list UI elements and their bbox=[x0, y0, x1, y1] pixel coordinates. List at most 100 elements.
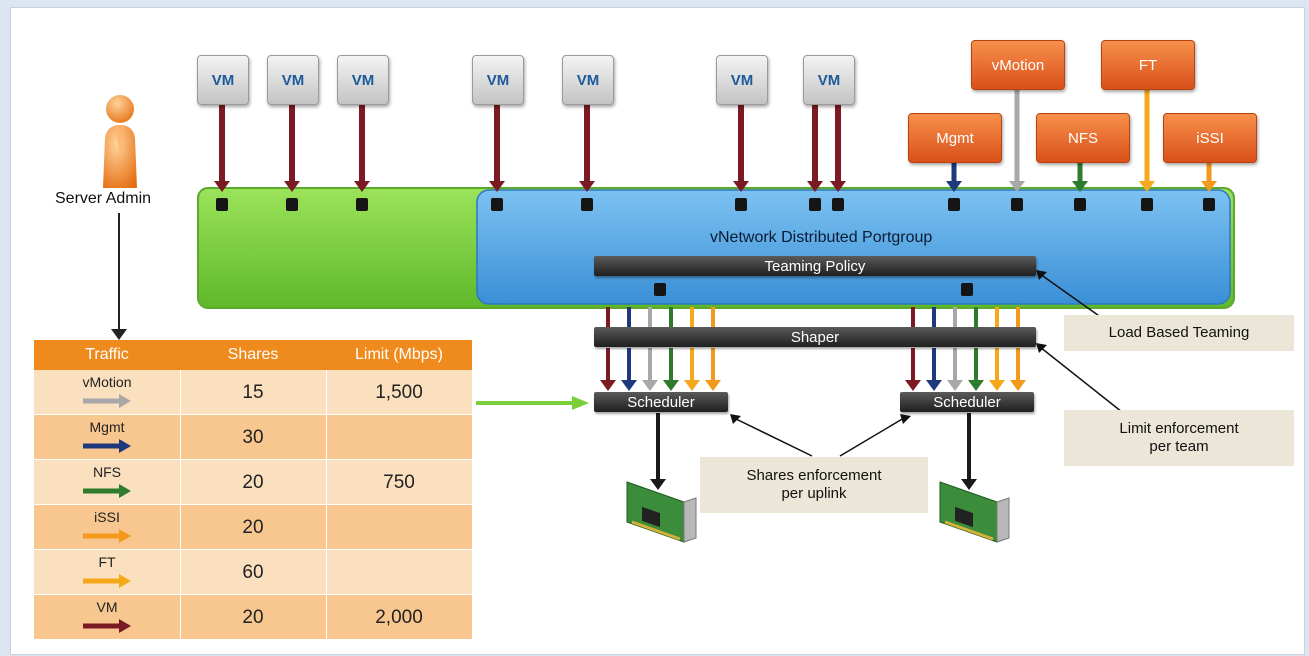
mgmt-arrow-head bbox=[946, 181, 962, 192]
vmotion-box: vMotion bbox=[971, 40, 1065, 90]
traffic-arrow-head bbox=[621, 380, 637, 391]
table-header bbox=[34, 340, 472, 370]
traffic-arrow-icon bbox=[83, 529, 131, 543]
traffic-arrow-head bbox=[600, 380, 616, 391]
traffic-arrow-head bbox=[663, 380, 679, 391]
limit-pointer bbox=[1039, 346, 1123, 413]
vm-arrow-head bbox=[284, 181, 300, 192]
port-square bbox=[1011, 198, 1023, 211]
shares-callout-line2: per uplink bbox=[781, 485, 847, 502]
traffic-label: NFS bbox=[93, 464, 121, 480]
limit-callout-line1: Limit enforcement bbox=[1119, 420, 1239, 437]
limit-enforcement-callout: Limit enforcement per team bbox=[1064, 410, 1294, 466]
shares-pointer-right-head bbox=[900, 414, 911, 424]
port-square bbox=[1074, 198, 1086, 211]
limit-value: 1,500 bbox=[375, 381, 423, 403]
port-square bbox=[581, 198, 593, 211]
traffic-arrow-head bbox=[705, 380, 721, 391]
column-divider bbox=[326, 595, 327, 640]
column-divider bbox=[180, 415, 181, 460]
table-row bbox=[34, 595, 472, 640]
nfs-arrow-head bbox=[1072, 181, 1088, 192]
table-to-scheduler-arrow-head bbox=[572, 396, 589, 410]
column-divider bbox=[180, 550, 181, 595]
port-square bbox=[654, 283, 666, 296]
shares-value: 20 bbox=[242, 516, 264, 538]
limit-value bbox=[326, 415, 472, 460]
ft-arrow-head bbox=[1139, 181, 1155, 192]
vm-arrow-head bbox=[214, 181, 230, 192]
vm-arrow-head bbox=[807, 181, 823, 192]
port-square bbox=[1203, 198, 1215, 211]
vm-box: VM bbox=[337, 55, 389, 105]
ft-box: FT bbox=[1101, 40, 1195, 90]
admin-arrow-head bbox=[111, 329, 127, 340]
header-limit: Limit (Mbps) bbox=[354, 346, 443, 363]
limit-value: 2,000 bbox=[375, 606, 423, 628]
teaming-policy-bar: Teaming Policy bbox=[594, 256, 1036, 276]
scheduler-bar-left: Scheduler bbox=[594, 392, 728, 412]
header-shares: Shares bbox=[227, 346, 279, 363]
table-row bbox=[34, 550, 472, 595]
table-row bbox=[34, 415, 472, 460]
row-divider bbox=[34, 549, 472, 550]
traffic-arrow-head bbox=[642, 380, 658, 391]
load-based-pointer bbox=[1039, 273, 1103, 319]
traffic-label: iSSI bbox=[94, 509, 120, 525]
shares-pointer-left bbox=[733, 417, 813, 457]
column-divider bbox=[180, 505, 181, 550]
column-divider bbox=[180, 370, 181, 415]
shares-pointer-right bbox=[839, 417, 905, 457]
traffic-arrow-icon bbox=[83, 484, 131, 498]
traffic-arrow-head bbox=[926, 380, 942, 391]
traffic-arrow-icon bbox=[83, 619, 131, 633]
shares-value: 20 bbox=[242, 471, 264, 493]
limit-value bbox=[326, 505, 472, 550]
shaper-bar: Shaper bbox=[594, 327, 1036, 347]
shares-value: 60 bbox=[242, 561, 264, 583]
port-square bbox=[491, 198, 503, 211]
limit-pointer-head bbox=[1036, 343, 1047, 353]
port-square bbox=[356, 198, 368, 211]
vm-arrow-head bbox=[489, 181, 505, 192]
column-divider bbox=[326, 550, 327, 595]
row-divider bbox=[34, 594, 472, 595]
port-square bbox=[216, 198, 228, 211]
nfs-box: NFS bbox=[1036, 113, 1130, 163]
load-based-teaming-callout: Load Based Teaming bbox=[1064, 315, 1294, 351]
column-divider bbox=[180, 595, 181, 640]
traffic-arrow-head bbox=[989, 380, 1005, 391]
vm-arrow-head bbox=[579, 181, 595, 192]
traffic-arrow-icon bbox=[83, 574, 131, 588]
vm-arrow-head bbox=[354, 181, 370, 192]
shares-callout-line1: Shares enforcement bbox=[746, 467, 882, 484]
portgroup-title: vNetwork Distributed Portgroup bbox=[710, 229, 933, 246]
traffic-arrow-head bbox=[684, 380, 700, 391]
limit-value bbox=[326, 550, 472, 595]
uplink-arrow-head bbox=[650, 479, 666, 490]
traffic-arrow-head bbox=[1010, 380, 1026, 391]
traffic-arrow-icon bbox=[83, 394, 131, 408]
vm-box: VM bbox=[472, 55, 524, 105]
column-divider bbox=[326, 370, 327, 415]
table-row bbox=[34, 505, 472, 550]
traffic-label: FT bbox=[98, 554, 116, 570]
shares-value: 20 bbox=[242, 606, 264, 628]
vm-arrow-head bbox=[733, 181, 749, 192]
vm-box: VM bbox=[716, 55, 768, 105]
port-square bbox=[809, 198, 821, 211]
traffic-label: VM bbox=[96, 599, 118, 615]
row-divider bbox=[34, 414, 472, 415]
vm-box: VM bbox=[562, 55, 614, 105]
column-divider bbox=[326, 505, 327, 550]
port-square bbox=[832, 198, 844, 211]
nic-card-icon bbox=[626, 481, 697, 543]
vm-box: VM bbox=[267, 55, 319, 105]
load-based-pointer-head bbox=[1036, 270, 1047, 280]
limit-callout-line2: per team bbox=[1149, 438, 1209, 455]
table-row bbox=[34, 370, 472, 415]
shares-pointer-left-head bbox=[730, 414, 741, 424]
shares-value: 30 bbox=[242, 426, 264, 448]
row-divider bbox=[34, 639, 472, 640]
